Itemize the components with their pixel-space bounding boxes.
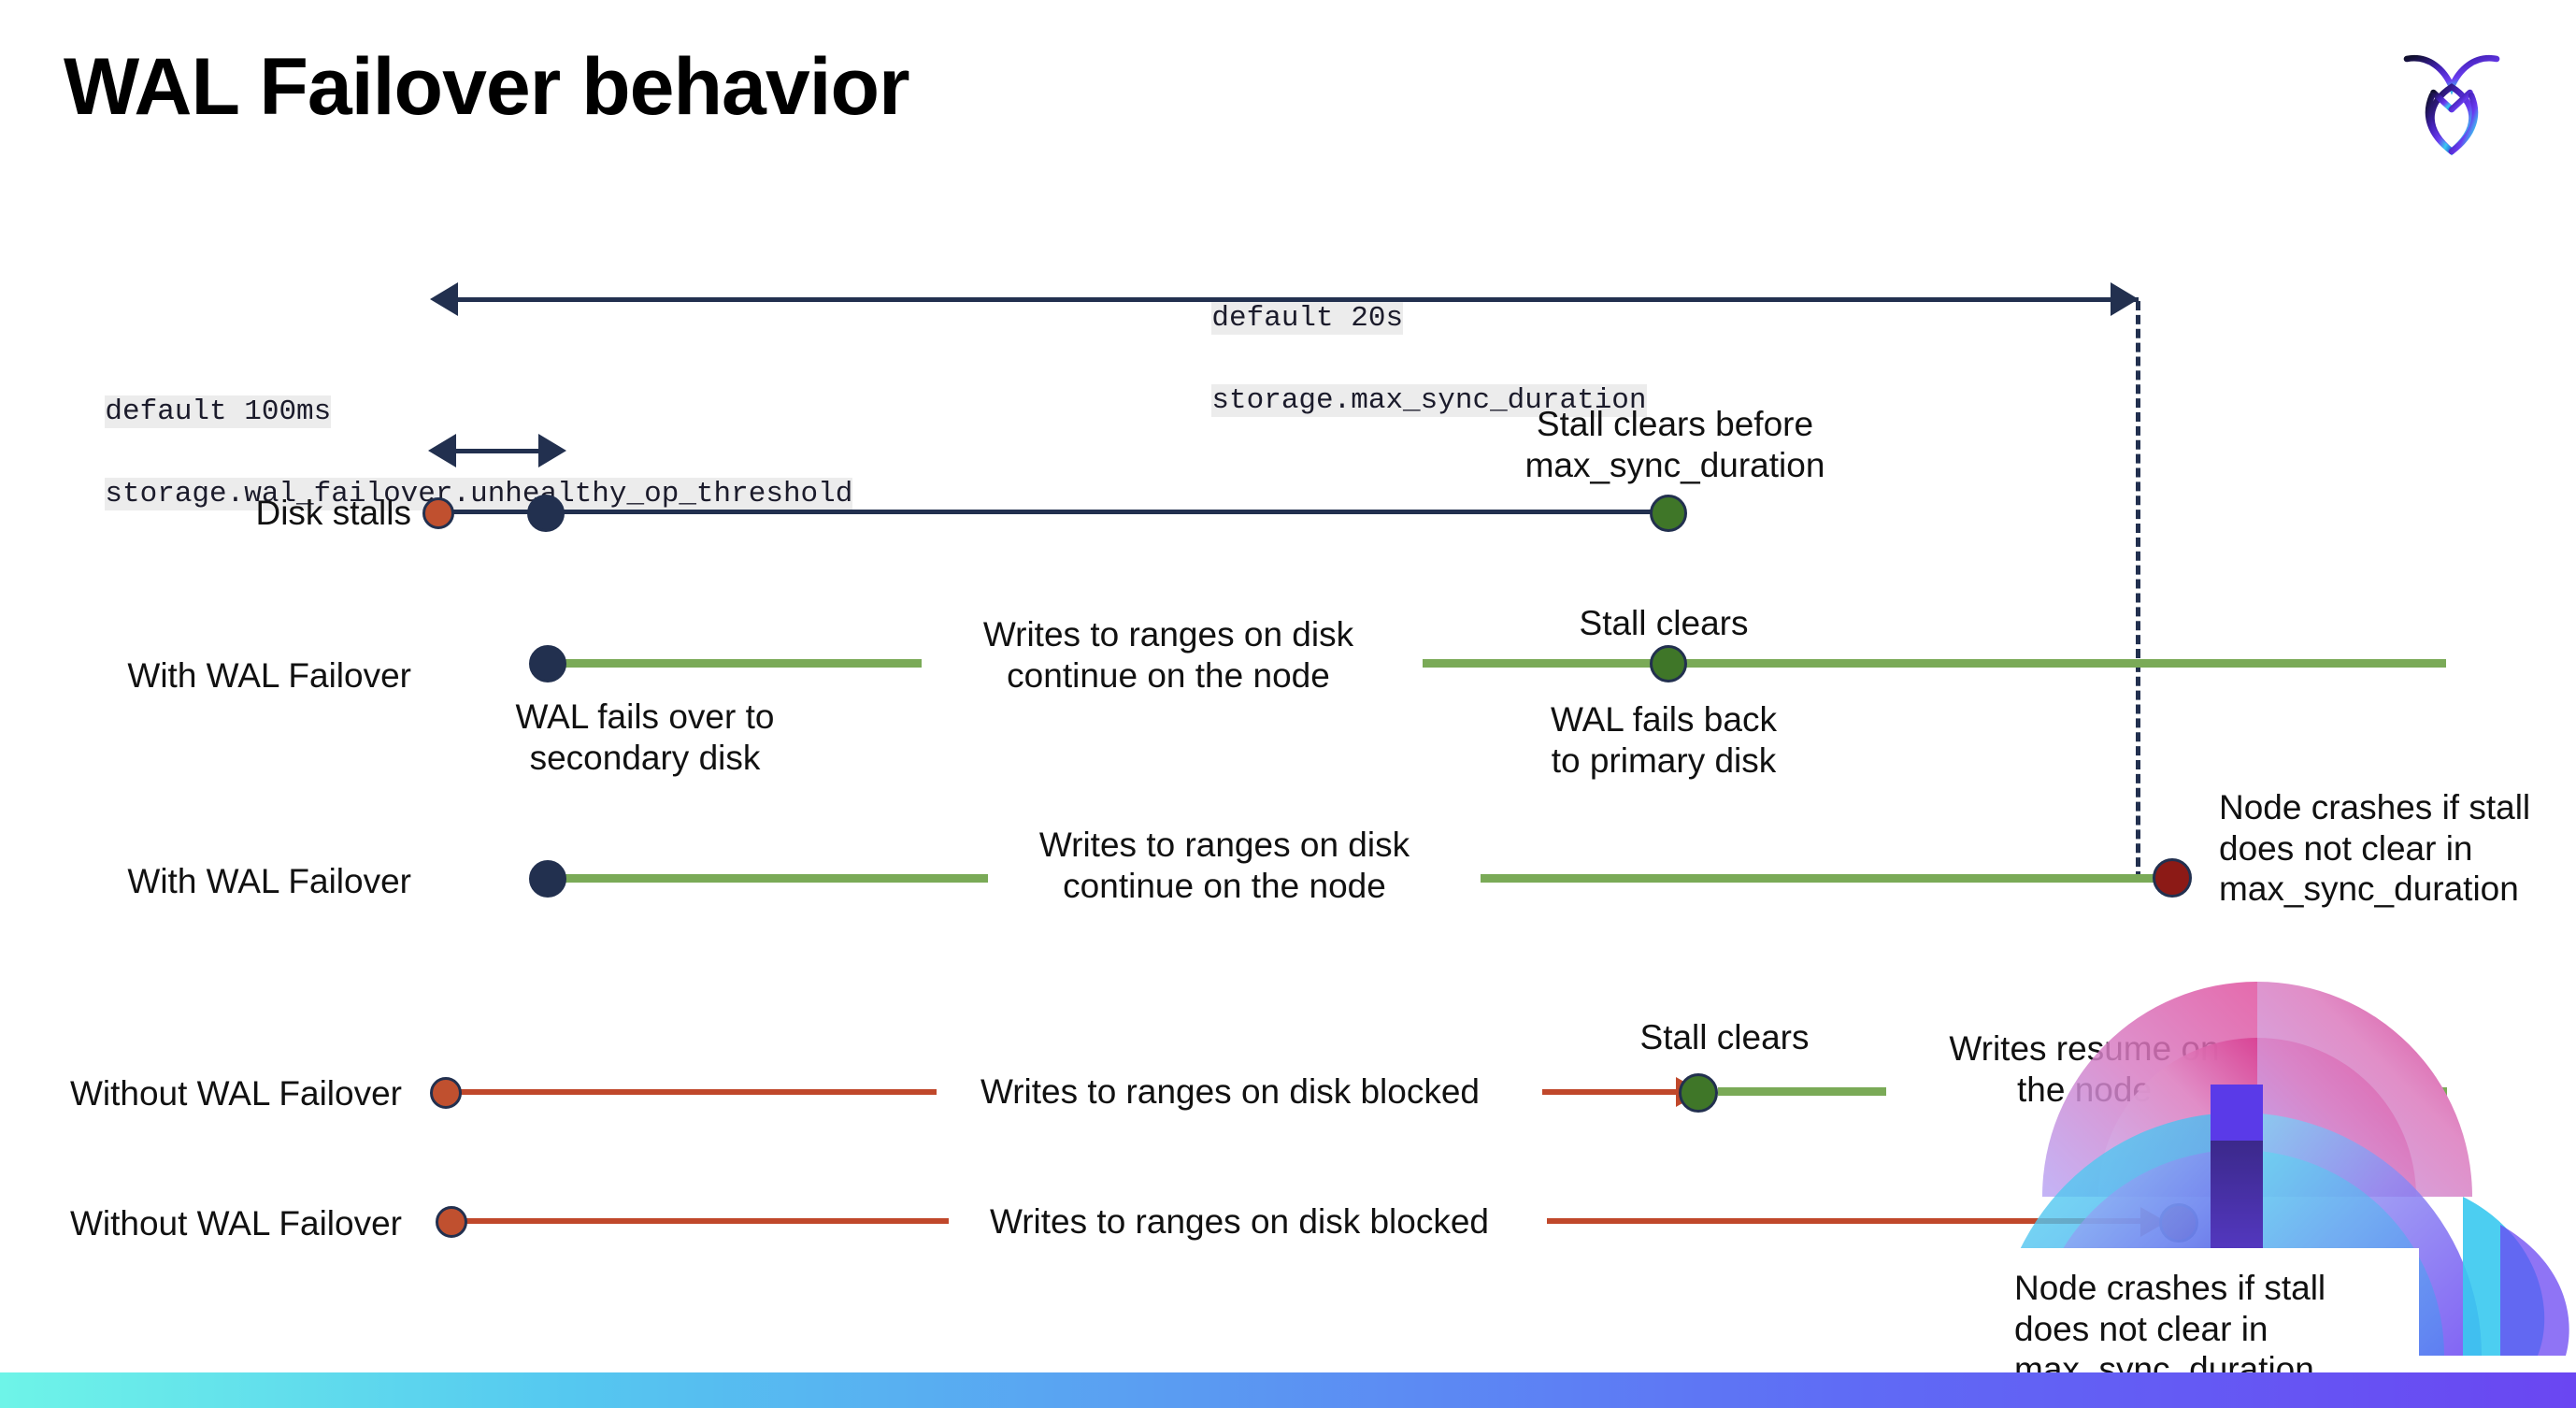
- writes-resume-note: Writes resume on the node: [1949, 1029, 2220, 1109]
- row-label-with-wal-failover-1: With WAL Failover: [127, 656, 411, 695]
- cockroachdb-logo-icon: [2382, 28, 2522, 168]
- wal-failover-2-line-right: [1481, 874, 2172, 883]
- without-wal-2-line-a: [458, 1218, 949, 1224]
- unhealthy-op-arrow-right-head: [538, 434, 566, 467]
- page-title: WAL Failover behavior: [64, 42, 910, 132]
- stall-clears-note-2: Stall clears: [1639, 1018, 1810, 1056]
- unhealthy-op-setting-label: storage.wal_failover.unhealthy_op_thresh…: [105, 478, 853, 511]
- max-sync-duration-callout: default 20s storage.max_sync_duration: [1142, 257, 1647, 463]
- row-label-with-wal-failover-2: With WAL Failover: [127, 862, 411, 900]
- without-wal-1-green-line-tail: [2283, 1087, 2447, 1096]
- wal-failover-1-clear-dot: [1650, 645, 1687, 682]
- without-wal-2-crash-dot: [2159, 1203, 2198, 1243]
- wal-failover-2-line-left: [544, 874, 988, 883]
- wal-fails-over-note: WAL fails over to secondary disk: [515, 697, 775, 777]
- writes-continue-note-1: Writes to ranges on disk continue on the…: [982, 615, 1354, 695]
- without-wal-1-line-b: [1542, 1089, 1678, 1095]
- wal-failover-1-line-left: [544, 659, 922, 668]
- max-sync-arrow-right-head: [2111, 282, 2139, 316]
- row-label-without-wal-failover-2: Without WAL Failover: [69, 1204, 402, 1243]
- max-sync-arrow-left-head: [430, 282, 458, 316]
- unhealthy-op-span-line: [451, 449, 540, 453]
- wal-failover-1-failover-dot: [529, 645, 566, 682]
- max-sync-span-line: [456, 297, 2139, 302]
- unhealthy-op-threshold-callout: default 100ms storage.wal_failover.unhea…: [36, 351, 853, 556]
- unhealthy-op-default-label: default 100ms: [105, 395, 332, 429]
- node-crashes-note-2: Node crashes if stall does not clear in …: [2014, 1269, 2326, 1389]
- node-crashes-note-1: Node crashes if stall does not clear in …: [2219, 788, 2531, 909]
- without-wal-2-start-dot: [436, 1206, 467, 1238]
- without-wal-1-green-line: [1718, 1087, 1886, 1096]
- stall-clears-note-1: Stall clears: [1579, 604, 1749, 642]
- wal-fails-back-note: WAL fails back to primary disk: [1551, 700, 1777, 780]
- writes-continue-note-2: Writes to ranges on disk continue on the…: [1038, 826, 1410, 905]
- wal-failover-2-crash-dot: [2153, 858, 2192, 898]
- stall-clears-before-note: Stall clears before max_sync_duration: [1524, 405, 1825, 484]
- writes-blocked-note-2: Writes to ranges on disk blocked: [989, 1202, 1490, 1241]
- row-label-disk-stalls: Disk stalls: [255, 494, 411, 532]
- writes-blocked-note-1: Writes to ranges on disk blocked: [980, 1072, 1481, 1111]
- bottom-gradient-bar: [0, 1372, 2576, 1408]
- without-wal-1-line-a: [451, 1089, 937, 1095]
- disk-stall-start-dot: [422, 497, 454, 529]
- without-wal-2-line-b: [1547, 1218, 2142, 1224]
- disk-stall-clear-dot: [1650, 495, 1687, 532]
- max-sync-default-label: default 20s: [1211, 302, 1404, 336]
- without-wal-1-clear-dot: [1679, 1073, 1718, 1113]
- wal-failover-2-failover-dot: [529, 860, 566, 898]
- row-label-without-wal-failover-1: Without WAL Failover: [69, 1074, 402, 1113]
- max-sync-setting-label: storage.max_sync_duration: [1211, 384, 1647, 418]
- disk-stalls-timeline: [436, 510, 1671, 514]
- wal-failover-1-line-right: [1423, 659, 2446, 668]
- max-sync-dropline: [2136, 301, 2140, 881]
- disk-stall-failover-dot: [527, 495, 565, 532]
- without-wal-1-start-dot: [430, 1077, 462, 1109]
